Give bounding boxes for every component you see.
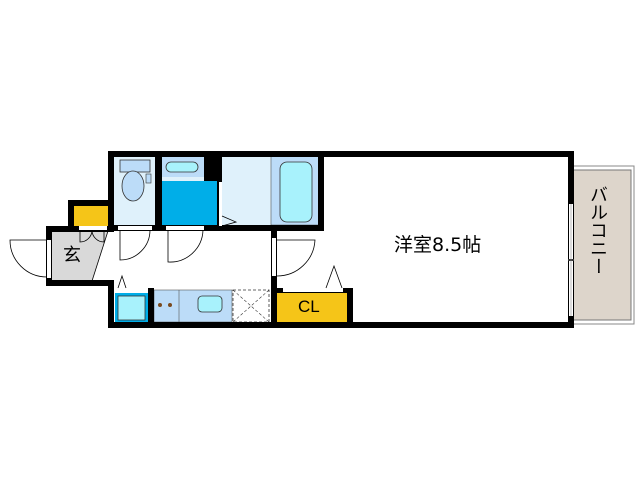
balcony-label: バルコニー	[587, 185, 608, 275]
balcony	[569, 165, 635, 325]
door-swings	[9, 215, 343, 289]
stove-burner	[168, 303, 172, 307]
toilet-tank	[119, 159, 151, 173]
washbasin	[165, 161, 199, 173]
appliance-space	[232, 289, 270, 323]
entrance-floor	[52, 231, 108, 281]
western-room	[322, 155, 570, 325]
western-room-label: 洋室8.5帖	[394, 234, 482, 256]
bathtub	[279, 161, 313, 223]
stove-burner	[158, 303, 162, 307]
fridge	[117, 295, 146, 321]
closet-label: CL	[298, 297, 320, 316]
kitchen-sink	[197, 295, 223, 313]
shoe-closet	[73, 205, 108, 227]
toilet-bowl	[121, 170, 145, 202]
closet	[277, 293, 347, 323]
entrance-label: 玄	[63, 245, 81, 266]
washer-space	[162, 181, 217, 225]
